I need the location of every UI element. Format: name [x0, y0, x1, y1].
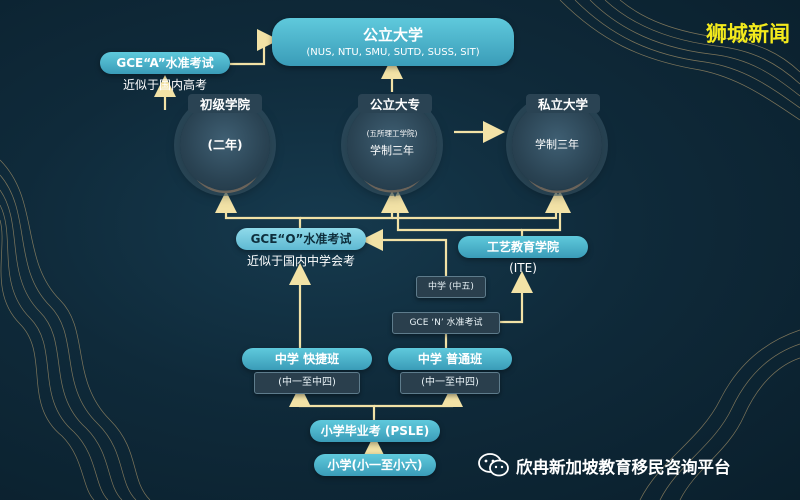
arrow-sec5-to-gce-o — [361, 229, 448, 276]
arrow-psle-to-normal — [374, 385, 463, 408]
gce-a-caption: 近似于国内高考 — [122, 78, 207, 92]
arrow-gce-o-to-jc — [215, 191, 302, 230]
footer: 欣冉新加坡教育移民咨询平台 — [478, 450, 798, 480]
normal-stream-box: 中学 普通班 — [388, 348, 512, 370]
private-university-circle — [512, 100, 602, 190]
arrow-psle-to-express — [289, 385, 376, 420]
secondary-five-box: 中学 (中五) — [416, 276, 486, 298]
primary-school-box: 小学(小一至小六) — [314, 454, 436, 476]
ite-caption: (ITE) — [509, 261, 537, 275]
junior-college-circle — [180, 100, 270, 190]
gce-a-box: GCE“A”水准考试 — [100, 52, 230, 74]
psle-box: 小学毕业考 (PSLE) — [310, 420, 440, 442]
express-stream-box: 中学 快捷班 — [242, 348, 372, 370]
arrow-ite-to-private — [520, 191, 571, 238]
private-university-duration: 学制三年 — [535, 138, 579, 151]
gce-o-box: GCE“O”水准考试 — [236, 228, 366, 250]
arrow-gce-o-to-private — [392, 191, 567, 220]
junior-college-duration: (二年) — [207, 138, 243, 152]
gce-n-box: GCE ‘N’ 水准考试 — [392, 312, 500, 334]
express-stream-years: (中一至中四) — [254, 372, 360, 394]
polytechnic-note: (五所理工学院) — [366, 129, 418, 138]
polytechnic-circle — [347, 100, 437, 190]
public-university-box: 公立大学 (NUS, NTU, SMU, SUTD, SUSS, SIT) — [272, 18, 514, 66]
arrow-ite-to-poly — [387, 191, 522, 232]
wechat-icon — [478, 453, 509, 477]
normal-stream-years: (中一至中四) — [400, 372, 500, 394]
ite-box: 工艺教育学院 — [458, 236, 588, 258]
private-university-label: 私立大学 — [526, 94, 600, 113]
watermark: 狮城新闻 — [706, 22, 790, 46]
footer-text: 欣冉新加坡教育移民咨询平台 — [516, 458, 731, 477]
junior-college-label: 初级学院 — [188, 94, 262, 113]
polytechnic-duration: 学制三年 — [370, 144, 414, 157]
arrow-gce-a-to-public-uni — [230, 29, 279, 66]
arrow-gce-n-to-ite — [500, 271, 533, 324]
public-university-list: (NUS, NTU, SMU, SUTD, SUSS, SIT) — [306, 47, 480, 58]
public-university-title: 公立大学 — [362, 26, 423, 44]
gce-o-caption: 近似于国内中学会考 — [246, 254, 355, 268]
arrow-gce-o-to-poly — [300, 191, 403, 220]
polytechnic-label: 公立大专 — [358, 94, 432, 113]
